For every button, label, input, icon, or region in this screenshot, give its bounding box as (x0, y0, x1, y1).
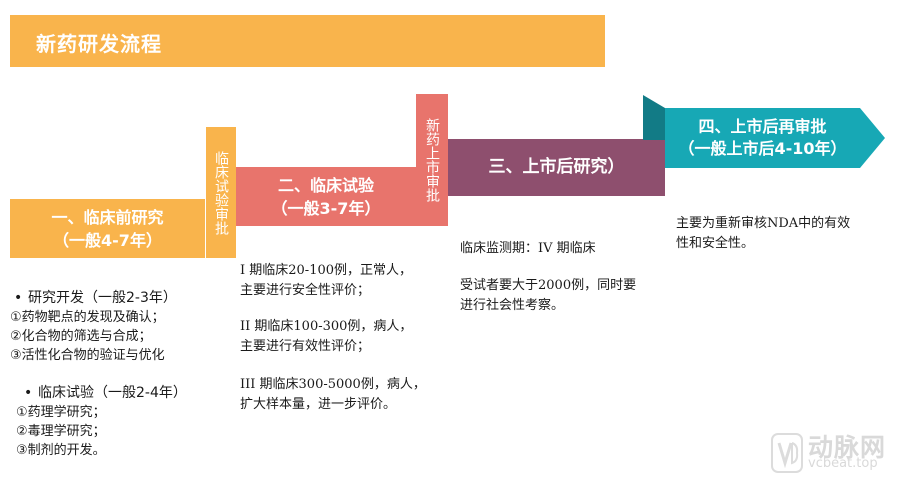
gate-clinical-trial-approval: 临床试验审批 (206, 127, 236, 258)
post-market-monitor-note: 临床监测期：IV 期临床 (460, 241, 596, 256)
post-market-subjects-note: 受试者要大于2000例，同时要 进行社会性考察。 (460, 278, 637, 313)
list-item: ①药理学研究； (16, 405, 106, 420)
stage-re-review-fold (643, 95, 665, 140)
stage-clinical: 二、临床试验 （一般3-7年） (236, 167, 416, 226)
list-item: ③活性化合物的验证与优化 (10, 348, 165, 363)
stage-clinical-duration: （一般3-7年） (271, 198, 381, 218)
bullet-icon: • (14, 290, 23, 306)
list-item: ①药物靶点的发现及确认； (10, 310, 165, 325)
clinical-phase3-note: III 期临床300-5000例，病人， 扩大样本量，进一步评价。 (240, 377, 426, 412)
preclinical-research-block: •研究开发（一般2-3年） ①药物靶点的发现及确认； ②化合物的筛选与合成； ③… (10, 288, 177, 365)
preclinical-clinical-test-block: •临床试验（一般2-4年） ①药理学研究； ②毒理学研究； ③制剂的开发。 (16, 383, 187, 460)
stage-re-review-arrow-shape (665, 108, 885, 168)
watermark-url: vcbeat.top (808, 456, 878, 471)
stage-preclinical-duration: （一般4-7年） (53, 230, 162, 250)
preclinical-research-heading: •研究开发（一般2-3年） (14, 290, 177, 306)
stage-post-market-title: 三、上市后研究） (488, 157, 625, 177)
re-review-note: 主要为重新审核NDA中的有效 性和安全性。 (676, 216, 851, 251)
stage-re-review-label: 四、上市后再审批 （一般上市后4-10年） (665, 108, 860, 168)
gate-new-drug-approval: 新药上市审批 (416, 94, 448, 226)
title-bar (10, 15, 605, 67)
diagram-title: 新药研发流程 (36, 32, 162, 56)
clinical-phase1-note: I 期临床20-100例，正常人， 主要进行安全性评价； (240, 263, 413, 298)
vcbeat-logo-icon (771, 433, 803, 473)
stage-re-review-duration: （一般上市后4-10年） (678, 139, 847, 158)
preclinical-clinical-test-heading: •临床试验（一般2-4年） (24, 385, 187, 401)
stage-re-review-title: 四、上市后再审批 (698, 117, 827, 136)
list-item: ②毒理学研究； (16, 424, 106, 439)
bullet-icon: • (24, 385, 33, 401)
list-item: ②化合物的筛选与合成； (10, 329, 152, 344)
list-item: ③制剂的开发。 (16, 443, 106, 458)
watermark-brand: 动脉网 (808, 433, 887, 462)
stage-clinical-title: 二、临床试验 (277, 175, 374, 195)
clinical-phase2-note: II 期临床100-300例，病人， 主要进行有效性评价； (240, 319, 413, 354)
stage-post-market: 三、上市后研究） (448, 139, 665, 196)
stage-re-review: 四、上市后再审批 （一般上市后4-10年） (665, 108, 885, 168)
stage-preclinical-title: 一、临床前研究 (51, 207, 164, 227)
stage-preclinical: 一、临床前研究 （一般4-7年） (10, 199, 205, 258)
